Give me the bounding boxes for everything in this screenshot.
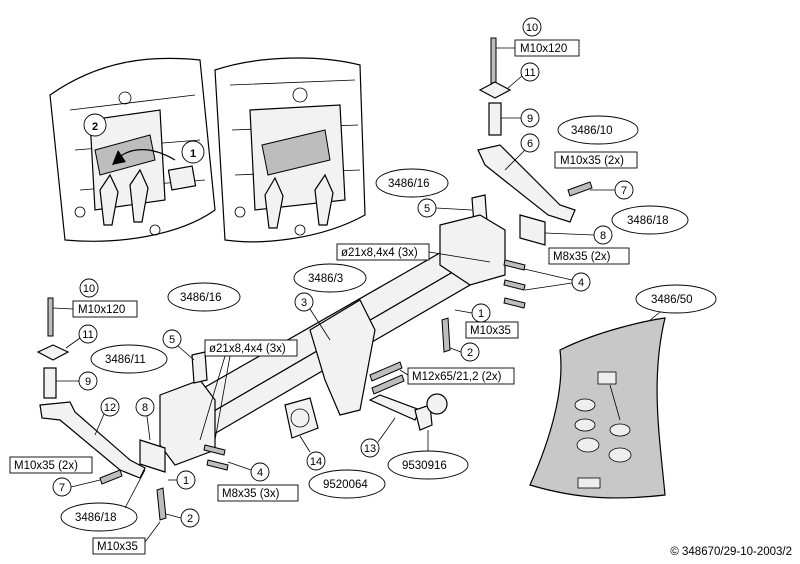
bracket-left-3486-11: 3486/11 12 M10x35 (2x) 7: [9, 344, 168, 497]
callout-1-inset: 1: [190, 148, 196, 160]
callout-10-left: 10: [83, 283, 95, 295]
callout-10-right: 10: [526, 22, 538, 34]
callout-8-left: 8: [142, 402, 148, 414]
plate-right-3486-16: 3486/16 5: [375, 168, 488, 226]
fastener-kit-3486-50: 3486/50: [529, 284, 717, 499]
bracket-right-3486-10: 3486/10 6 M10x35 (2x) 7: [477, 115, 639, 223]
callout-13: 13: [364, 443, 376, 455]
callout-9-right: 9: [527, 113, 533, 125]
callout-1-left: 1: [183, 475, 189, 487]
callout-6: 6: [527, 138, 533, 150]
left-bottom-fasteners: ø21x8,4x4 (3x) 4 M8x35 (3x) 1 2 M10x35: [92, 339, 299, 555]
washer-callout-top: ø21x8,4x4 (3x) M8x35 (2x) 4: [336, 243, 630, 309]
callout-7-left: 7: [59, 482, 65, 494]
code-3486-18-right: 3486/18: [627, 215, 669, 227]
label-m10x120-right: M10x120: [520, 43, 567, 55]
label-m8x35-3x: M8x35 (3x): [222, 488, 280, 500]
cross-beam-3486-3: 3486/3 3: [159, 214, 506, 466]
ball-bolts-group: M12x65/21,2 (2x): [369, 361, 515, 395]
callout-2-center: 2: [467, 347, 473, 359]
callout-11-left: 11: [82, 329, 93, 341]
callout-14: 14: [310, 456, 322, 468]
callout-4-left: 4: [257, 467, 263, 479]
callout-8-right: 8: [600, 230, 606, 242]
code-3486-16-left: 3486/16: [180, 292, 222, 304]
code-3486-50: 3486/50: [651, 294, 693, 306]
callout-11-right: 11: [524, 67, 535, 79]
callout-5-left: 5: [169, 334, 175, 346]
callout-3: 3: [301, 297, 307, 309]
label-m8x35-2x: M8x35 (2x): [553, 251, 611, 263]
bolt-stack-right: 10 M10x120 11 9: [478, 17, 580, 136]
callout-2-left: 2: [187, 513, 193, 525]
ball-neck-9530916: 13 9530916: [360, 393, 469, 480]
inset-vehicle-body-step2: [214, 57, 366, 243]
bolt-stack-left: 10 M10x120 11 9: [36, 278, 138, 399]
socket-plate-9520064: 14 9520064: [284, 397, 386, 499]
label-m10x120-left: M10x120: [78, 304, 125, 316]
label-m10x35-center: M10x35: [470, 325, 511, 337]
callout-2-inset: 2: [92, 121, 98, 133]
label-m10x35-left: M10x35: [97, 541, 138, 553]
callout-1-center: 1: [478, 308, 484, 320]
code-9520064: 9520064: [323, 479, 368, 491]
label-m12x65: M12x65/21,2 (2x): [412, 371, 502, 383]
code-3486-11: 3486/11: [105, 354, 146, 366]
code-3486-10: 3486/10: [571, 125, 613, 137]
code-9530916: 9530916: [402, 460, 447, 472]
center-bolt-group: 1 M10x35 2: [441, 303, 519, 362]
callout-7-right: 7: [621, 185, 627, 197]
callout-12: 12: [104, 402, 116, 414]
label-washer-3x-top: ø21x8,4x4 (3x): [341, 247, 418, 259]
inset-vehicle-body-step1: 1 2: [49, 57, 216, 242]
code-3486-16-right: 3486/16: [388, 178, 430, 190]
label-m10x35-2x-left: M10x35 (2x): [14, 460, 78, 472]
callout-9-left: 9: [85, 376, 91, 388]
callout-4-right: 4: [578, 277, 584, 289]
code-3486-3: 3486/3: [308, 273, 343, 285]
copyright-text: © 348670/29-10-2003/2: [670, 546, 792, 558]
plate-right-3486-18: 3486/18 8: [519, 205, 689, 246]
label-m10x35-2x-right: M10x35 (2x): [560, 155, 624, 167]
left-plates: 3486/16 5 8 3486/18: [60, 282, 241, 532]
label-washer-3x-left: ø21x8,4x4 (3x): [209, 343, 286, 355]
code-3486-18-left: 3486/18: [75, 512, 117, 524]
callout-5-right: 5: [424, 203, 430, 215]
